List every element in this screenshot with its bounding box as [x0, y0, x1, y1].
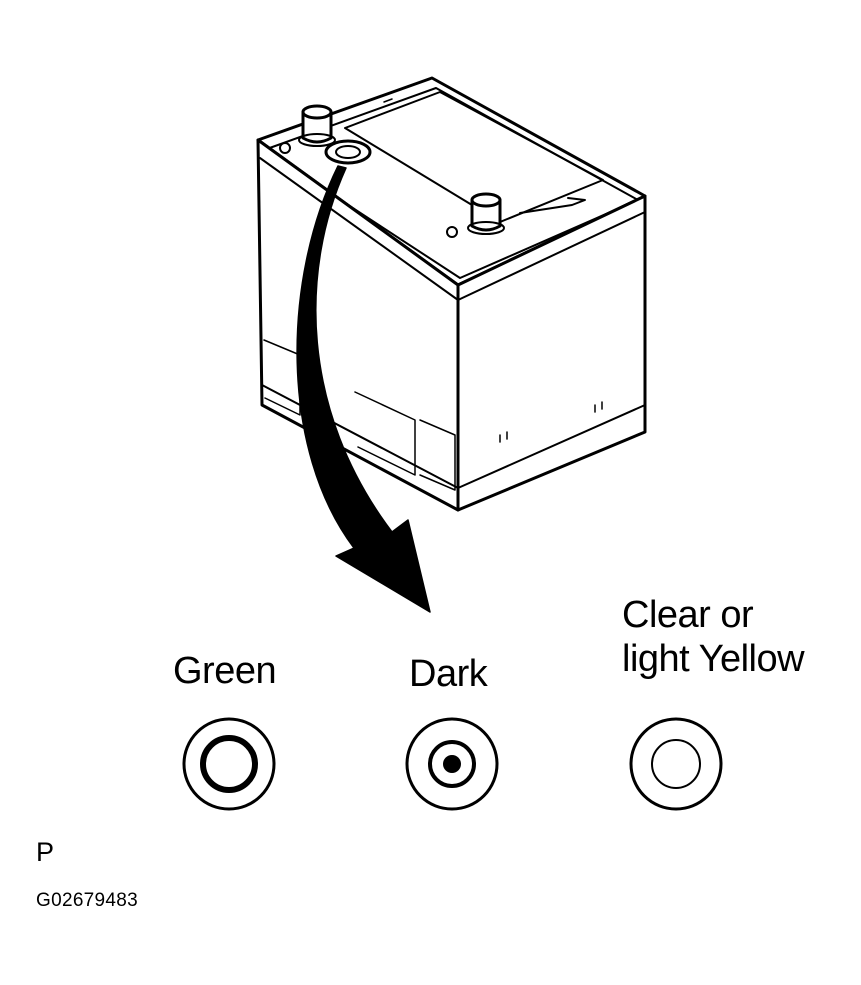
battery-indicator-eye-inner [335, 145, 361, 159]
battery-vent-right [446, 226, 458, 238]
battery-illustration [256, 76, 647, 512]
battery-indicator-eye [324, 139, 372, 165]
indicator-green-symbol [182, 717, 276, 811]
battery-front-ledge [261, 384, 459, 489]
battery-terminal-right [467, 192, 505, 235]
indicator-clear-symbol [629, 717, 723, 811]
battery-right-clip-2 [499, 431, 508, 443]
figure-code: G02679483 [36, 890, 139, 911]
battery-right-band [457, 211, 646, 301]
indicator-clear-label-line1: Clear or [622, 594, 754, 636]
battery-front-band [259, 157, 459, 301]
indicator-clear-label-line2: light Yellow [622, 638, 805, 680]
section-code-letter: P [36, 837, 55, 867]
battery-front-panel-right [419, 419, 456, 491]
battery-right-face [456, 194, 647, 512]
battery-vent-left [279, 142, 291, 154]
battery-right-clip-1 [594, 401, 603, 413]
indicator-clear-label: Clear or light Yellow [622, 593, 805, 681]
battery-terminal-left [298, 104, 336, 147]
battery-top-label-plate [344, 91, 604, 223]
indicator-dark-symbol [405, 717, 499, 811]
battery-top-label-notch [519, 197, 586, 214]
battery-right-ledge [457, 404, 646, 489]
battery-front-panel-mid [354, 391, 416, 476]
indicator-green-label: Green [173, 650, 277, 692]
indicator-dark-label: Dark [409, 653, 488, 695]
curved-arrow [296, 165, 431, 613]
battery-top-tab [376, 94, 393, 103]
